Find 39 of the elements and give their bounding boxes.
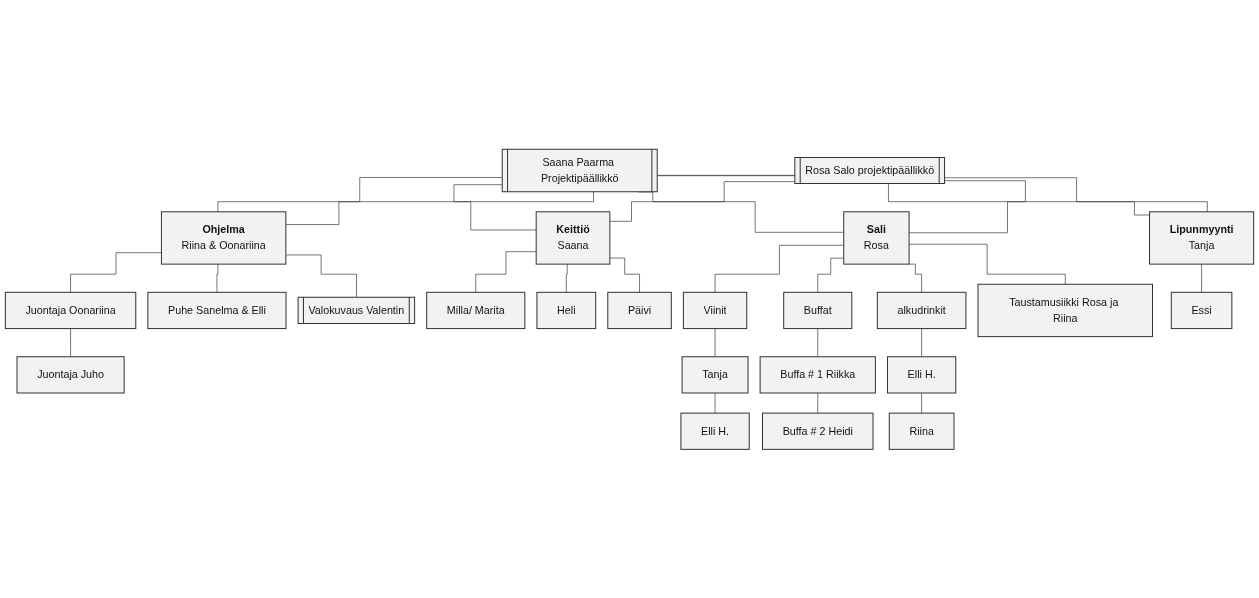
connector [217, 176, 503, 212]
node-box: Ohjelma Riina & Oonariina [160, 210, 287, 265]
node-box: Heli [536, 291, 597, 329]
node-box: Essi [1170, 291, 1233, 329]
node-box: Päivi [607, 291, 672, 329]
connector [714, 392, 716, 414]
node-box: Elli H. [680, 412, 750, 450]
connector [944, 177, 1208, 212]
connector [565, 263, 569, 293]
connector [475, 250, 537, 293]
node-box: Buffat [783, 291, 853, 329]
node-box: Viinit [682, 291, 748, 329]
node-box: Buffa # 1 Riikka [759, 355, 876, 394]
connector [714, 327, 716, 357]
connector [216, 263, 220, 293]
connector [1201, 263, 1202, 293]
connector [70, 327, 71, 357]
node-box: Elli H. [886, 355, 957, 394]
node-box: Juontaja Oonariina [4, 291, 137, 329]
connector [921, 327, 922, 357]
connector [817, 392, 819, 414]
connector [908, 263, 922, 293]
node-box: Puhe Sanelma & Elli [147, 291, 287, 329]
node-box: alkudrinkit [876, 291, 967, 329]
connector [70, 251, 162, 293]
node-box: Milla/ Marita [426, 291, 526, 329]
connector [609, 257, 640, 293]
connector [921, 392, 922, 414]
connector [453, 184, 537, 230]
node-box: Juontaja Juho [16, 355, 125, 394]
node-box: Buffa # 2 Heidi [762, 412, 874, 450]
node-box: Tanja [681, 355, 749, 394]
node-box: Taustamusiikki Rosa ja Riina [977, 283, 1153, 337]
node-box: Riina [888, 412, 955, 450]
connector [609, 180, 796, 222]
node-box: Sali Rosa [843, 210, 910, 265]
node-box: Keittiö Saana [535, 210, 611, 265]
connector [817, 327, 819, 357]
node-box: Lipunmyynti Tanja [1149, 210, 1255, 265]
